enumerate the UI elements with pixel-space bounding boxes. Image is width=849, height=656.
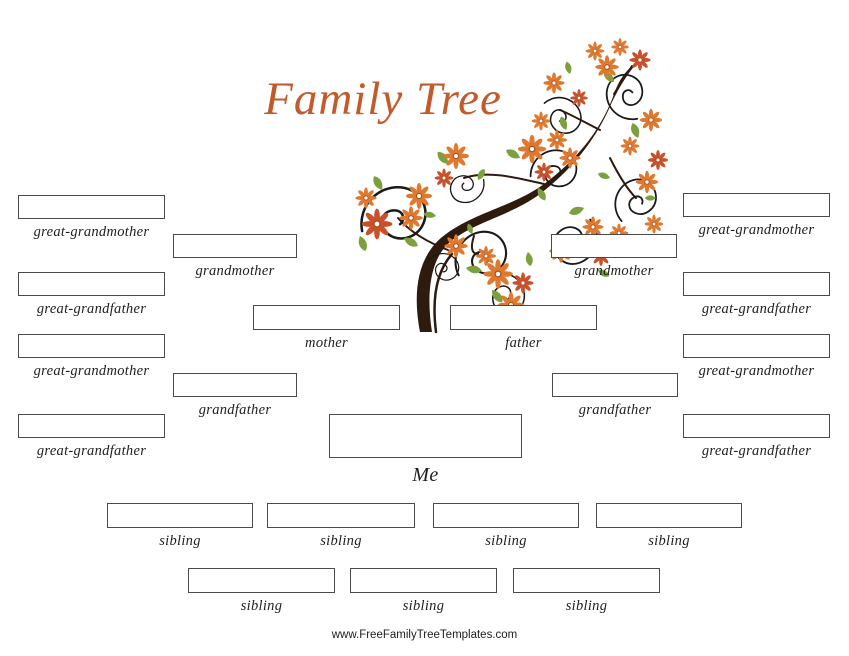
label-right-great-grandmother-2: great-grandmother	[698, 363, 815, 379]
label-right-great-grandmother-1: great-grandmother	[698, 222, 815, 238]
node-father: father	[450, 305, 597, 352]
name-box-mother[interactable]	[253, 305, 400, 330]
label-right-grandmother: grandmother	[574, 263, 654, 279]
name-box-left-grandmother[interactable]	[173, 234, 297, 258]
label-right-great-grandfather-2: great-grandfather	[701, 443, 812, 459]
name-box-right-great-grandmother-1[interactable]	[683, 193, 830, 217]
node-left-great-grandmother-1: great-grandmother	[18, 195, 165, 241]
name-box-left-great-grandfather-1[interactable]	[18, 272, 165, 296]
node-right-grandfather: grandfather	[552, 373, 678, 419]
name-box-me[interactable]	[329, 414, 522, 458]
node-sibling-5: sibling	[188, 568, 335, 615]
name-box-left-grandfather[interactable]	[173, 373, 297, 397]
name-box-right-grandmother[interactable]	[551, 234, 677, 258]
label-sibling-3: sibling	[485, 533, 527, 549]
node-left-great-grandfather-2: great-grandfather	[18, 414, 165, 460]
node-sibling-6: sibling	[350, 568, 497, 615]
name-box-sibling-5[interactable]	[188, 568, 335, 593]
label-left-grandmother: grandmother	[195, 263, 275, 279]
node-left-great-grandmother-2: great-grandmother	[18, 334, 165, 380]
name-box-sibling-2[interactable]	[267, 503, 415, 528]
label-left-grandfather: grandfather	[198, 402, 272, 418]
label-sibling-6: sibling	[402, 598, 445, 614]
node-right-grandmother: grandmother	[551, 234, 677, 280]
label-sibling-2: sibling	[320, 533, 362, 549]
footer-url-link[interactable]: www.FreeFamilyTreeTemplates.com	[331, 629, 518, 641]
name-box-sibling-3[interactable]	[433, 503, 579, 528]
node-sibling-1: sibling	[107, 503, 253, 550]
label-mother: mother	[305, 335, 348, 351]
node-right-great-grandmother-1: great-grandmother	[683, 193, 830, 239]
page-title: Family Tree	[264, 73, 502, 125]
name-box-father[interactable]	[450, 305, 597, 330]
node-right-great-grandfather-1: great-grandfather	[683, 272, 830, 318]
label-left-great-grandfather-1: great-grandfather	[36, 301, 147, 317]
label-right-grandfather: grandfather	[578, 402, 652, 418]
node-right-great-grandmother-2: great-grandmother	[683, 334, 830, 380]
name-box-right-great-grandfather-1[interactable]	[683, 272, 830, 296]
node-sibling-4: sibling	[596, 503, 742, 550]
name-box-left-great-grandfather-2[interactable]	[18, 414, 165, 438]
label-sibling-4: sibling	[648, 533, 690, 549]
name-box-sibling-7[interactable]	[513, 568, 660, 593]
label-left-great-grandmother-1: great-grandmother	[33, 224, 150, 240]
node-left-grandfather: grandfather	[173, 373, 297, 419]
label-sibling-1: sibling	[159, 533, 201, 549]
label-sibling-5: sibling	[240, 598, 283, 614]
name-box-sibling-4[interactable]	[596, 503, 742, 528]
name-box-right-grandfather[interactable]	[552, 373, 678, 397]
label-left-great-grandmother-2: great-grandmother	[33, 363, 150, 379]
node-sibling-3: sibling	[433, 503, 579, 550]
name-box-left-great-grandmother-2[interactable]	[18, 334, 165, 358]
node-right-great-grandfather-2: great-grandfather	[683, 414, 830, 460]
label-me: Me	[412, 464, 439, 486]
name-box-sibling-6[interactable]	[350, 568, 497, 593]
label-right-great-grandfather-1: great-grandfather	[701, 301, 812, 317]
label-father: father	[505, 335, 542, 351]
node-mother: mother	[253, 305, 400, 352]
node-sibling-2: sibling	[267, 503, 415, 550]
label-sibling-7: sibling	[565, 598, 608, 614]
node-sibling-7: sibling	[513, 568, 660, 615]
name-box-sibling-1[interactable]	[107, 503, 253, 528]
name-box-right-great-grandmother-2[interactable]	[683, 334, 830, 358]
name-box-right-great-grandfather-2[interactable]	[683, 414, 830, 438]
label-left-great-grandfather-2: great-grandfather	[36, 443, 147, 459]
node-left-great-grandfather-1: great-grandfather	[18, 272, 165, 318]
node-me: Me	[329, 414, 522, 487]
node-left-grandmother: grandmother	[173, 234, 297, 280]
flower-tree-icon	[354, 38, 668, 334]
name-box-left-great-grandmother-1[interactable]	[18, 195, 165, 219]
